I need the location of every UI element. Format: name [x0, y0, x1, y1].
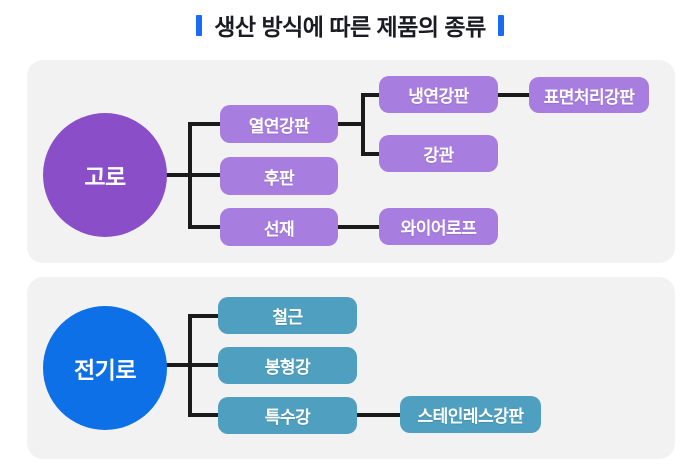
connector-to-special-steel: [188, 413, 218, 417]
connector-trunk-electric: [188, 314, 192, 417]
node-surface-treated-sheet: 표면처리강판: [529, 77, 649, 113]
connector-to-stainless: [357, 413, 400, 417]
node-cold-rolled-sheet: 냉연강판: [379, 76, 498, 113]
connector-to-wire-rod: [188, 225, 220, 229]
electric-furnace-panel: 전기로 철근 봉형강 특수강 스테인레스강판: [27, 277, 675, 459]
page-title: 생산 방식에 따른 제품의 종류: [214, 14, 486, 40]
node-electric-furnace: 전기로: [43, 306, 167, 430]
connector-to-cold-rolled: [361, 93, 379, 97]
connector-trunk-level1: [188, 122, 192, 229]
title-accent-bar-right: [497, 14, 504, 36]
node-special-steel: 특수강: [218, 397, 357, 434]
page-header: 생산 방식에 따른 제품의 종류: [0, 10, 700, 40]
connector-to-rebar: [188, 314, 218, 318]
title-accent-bar-left: [196, 14, 203, 36]
node-blast-furnace: 고로: [43, 113, 167, 237]
node-steel-pipe: 강관: [379, 135, 498, 172]
connector-to-steel-pipe: [361, 152, 379, 156]
node-thick-plate: 후판: [220, 157, 338, 195]
connector-trunk-level2: [361, 93, 365, 156]
connector-hot-rolled-out: [338, 122, 363, 126]
node-wire-rope: 와이어로프: [379, 208, 498, 245]
node-hot-rolled-sheet: 열연강판: [220, 105, 338, 143]
blast-furnace-panel: 고로 열연강판 후판 선재 냉연강판 표면처리강판 강관 와이어로프: [27, 60, 675, 263]
connector-root-to-bar-section: [157, 363, 218, 367]
connector-to-hot-rolled: [188, 122, 220, 126]
node-rebar: 철근: [218, 297, 357, 334]
connector-to-wire-rope: [338, 225, 379, 229]
node-bar-section-steel: 봉형강: [218, 347, 357, 384]
node-wire-rod: 선재: [220, 208, 338, 246]
connector-to-surface-treated: [498, 93, 529, 97]
node-stainless-steel-sheet: 스테인레스강판: [400, 396, 541, 433]
